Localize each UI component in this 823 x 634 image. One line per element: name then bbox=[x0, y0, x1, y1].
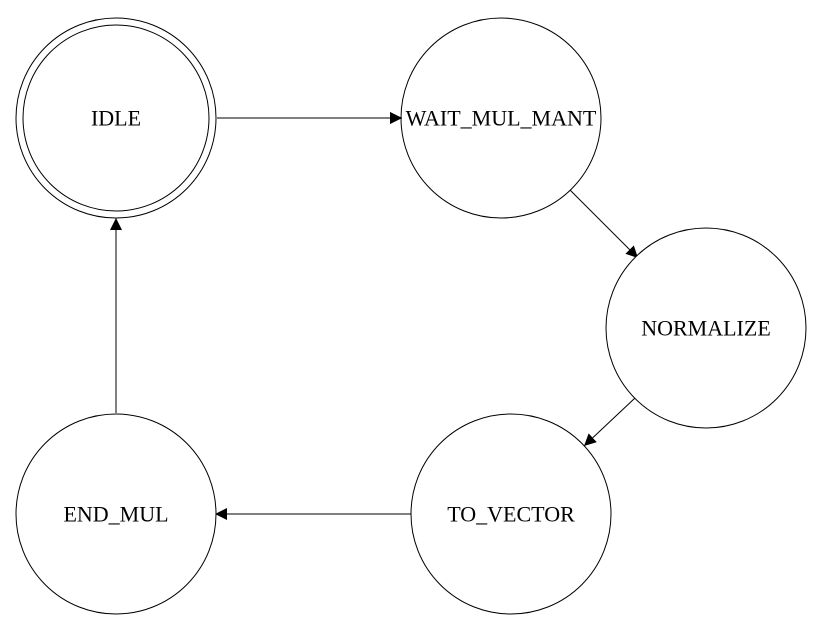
state-to-vector[interactable]: TO_VECTOR bbox=[410, 413, 612, 615]
state-circle bbox=[410, 413, 612, 615]
state-normalize[interactable]: NORMALIZE bbox=[605, 227, 807, 429]
transitions bbox=[110, 112, 639, 520]
transition-wait-mul-mant-to-normalize bbox=[569, 189, 639, 259]
state-end-mul[interactable]: END_MUL bbox=[15, 413, 217, 615]
state-circle bbox=[605, 227, 807, 429]
state-label: IDLE bbox=[91, 106, 141, 131]
state-label: END_MUL bbox=[63, 502, 168, 527]
transition-normalize-to-to-vector bbox=[583, 397, 636, 447]
state-idle[interactable]: IDLE bbox=[15, 17, 217, 219]
state-label: WAIT_MUL_MANT bbox=[406, 106, 597, 131]
state-circle bbox=[15, 413, 217, 615]
state-label: NORMALIZE bbox=[641, 316, 771, 341]
state-idle-inner-ring bbox=[22, 24, 210, 212]
state-label: TO_VECTOR bbox=[447, 502, 575, 527]
state-wait-mul-mant[interactable]: WAIT_MUL_MANT bbox=[400, 17, 602, 219]
